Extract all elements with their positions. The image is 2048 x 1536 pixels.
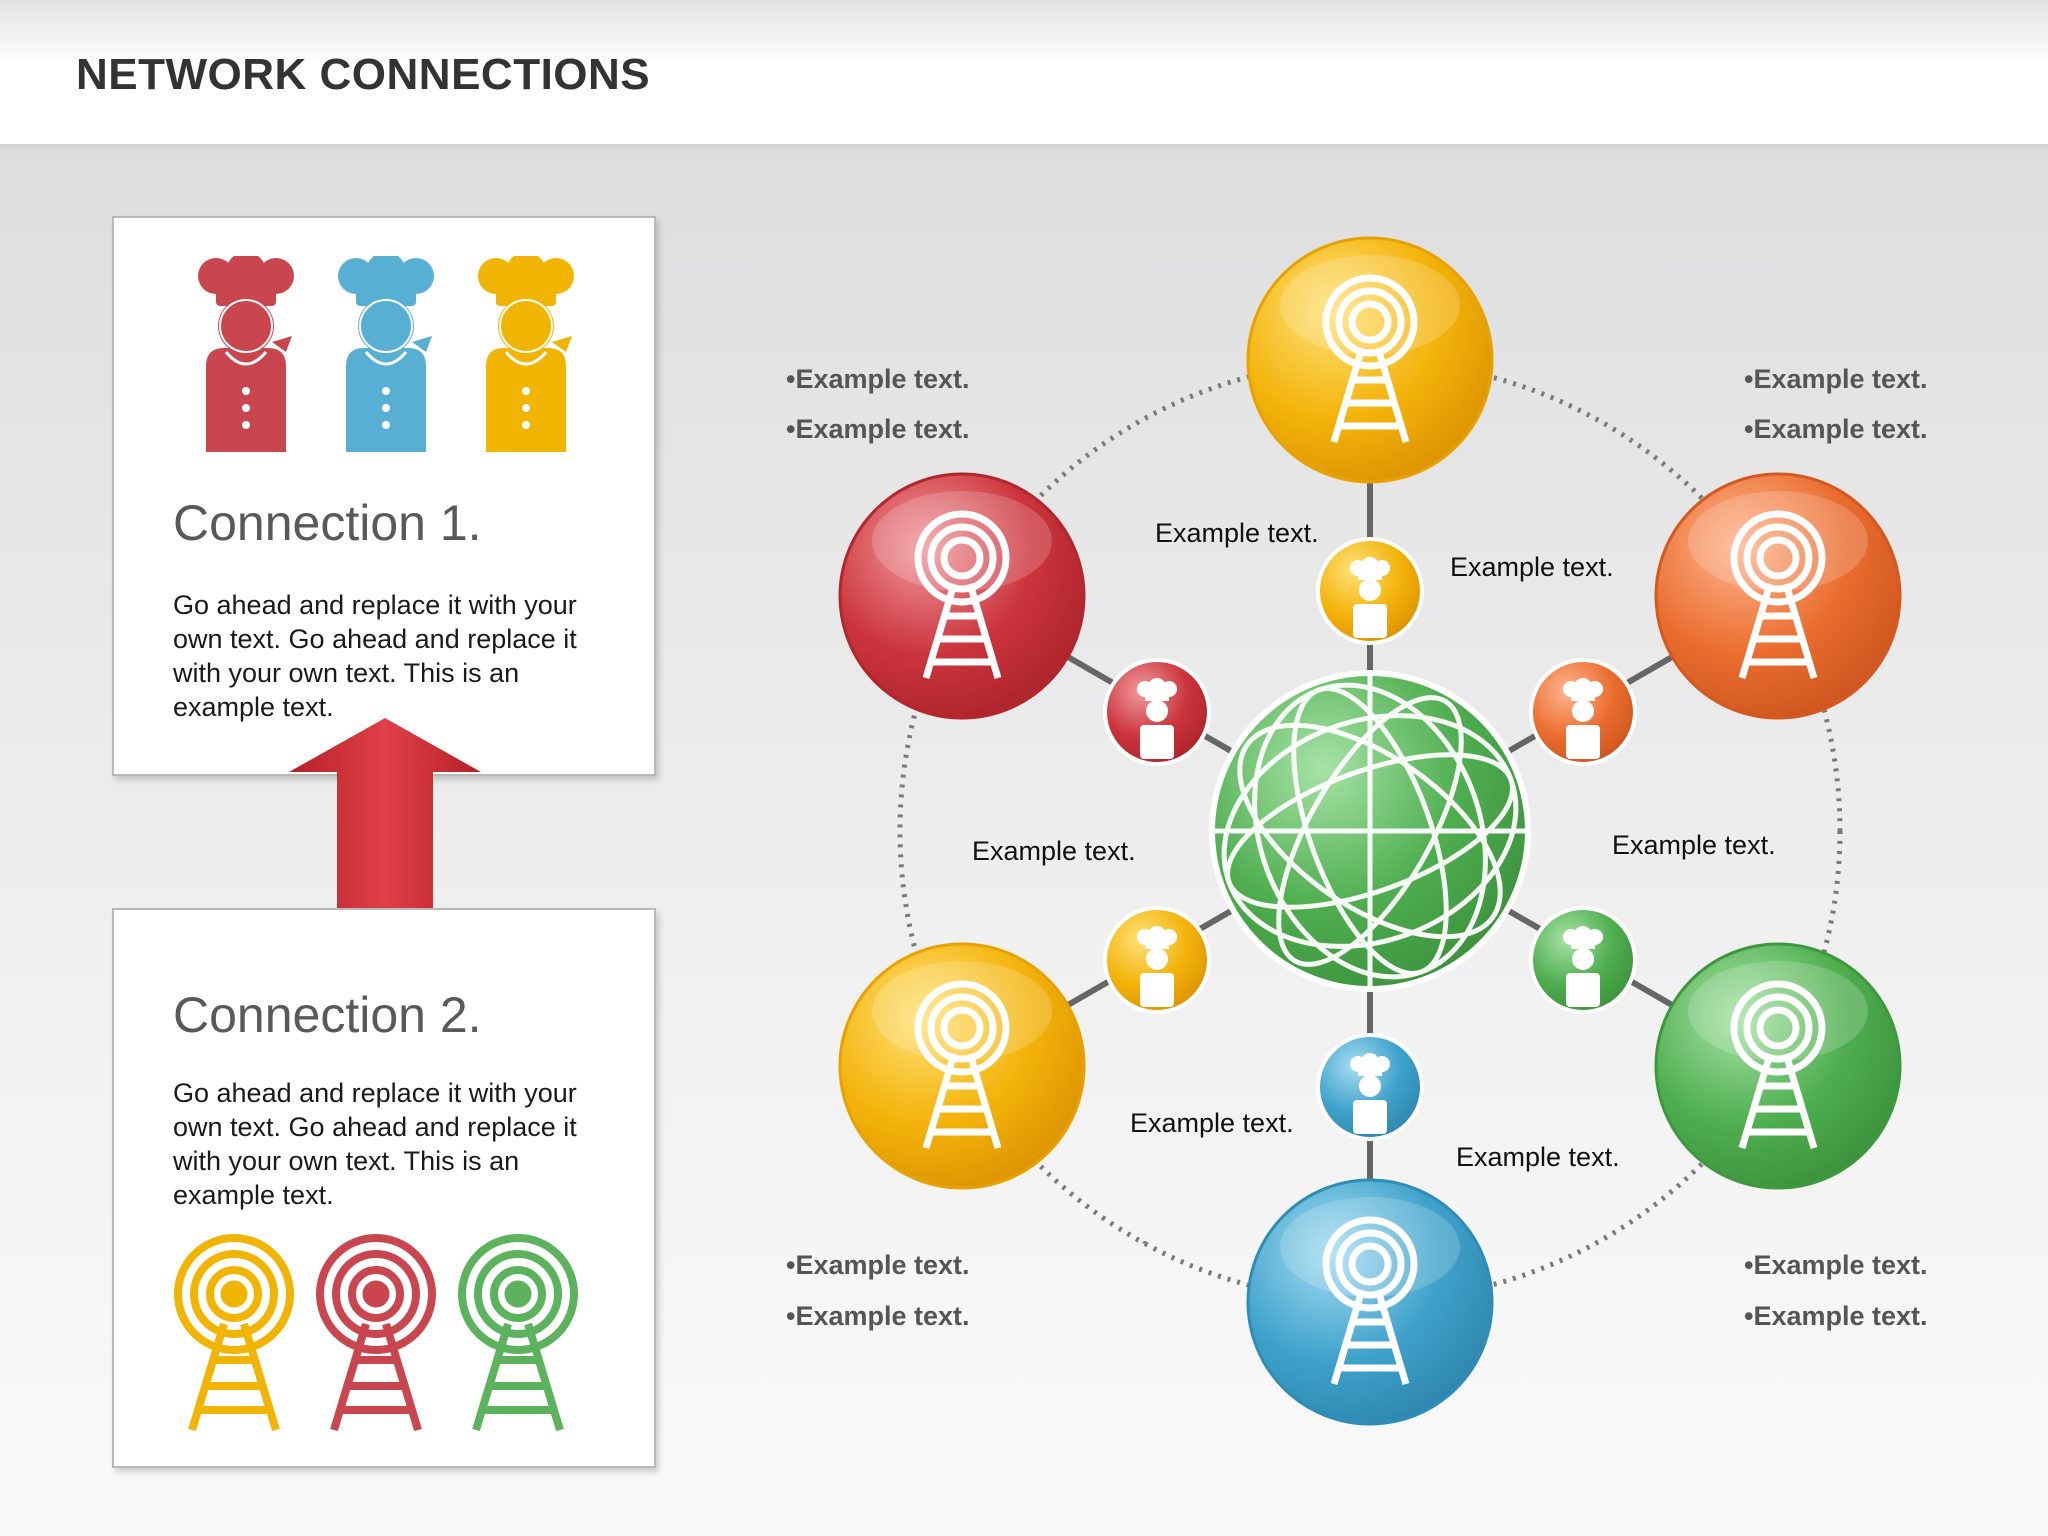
chef-icon-yellow xyxy=(478,256,574,452)
label-top-left-inner: Example text. xyxy=(1155,518,1319,548)
page-title: NETWORK CONNECTIONS xyxy=(76,50,651,99)
chef-node-top xyxy=(1316,537,1424,645)
connection-1-card: Connection 1. Go ahead and replace it wi… xyxy=(112,216,656,776)
header: NETWORK CONNECTIONS xyxy=(0,0,2048,144)
chef-node-upper-right xyxy=(1529,658,1637,766)
chef-node-lower-left xyxy=(1103,906,1211,1014)
label-bottom-right-inner: Example text. xyxy=(1456,1142,1620,1172)
label-middle-left: Example text. xyxy=(972,836,1136,866)
chef-icon-red xyxy=(198,256,294,452)
bullet-top-right-2: •Example text. xyxy=(1744,414,1928,444)
connection-2-body: Go ahead and replace it with your own te… xyxy=(173,1078,577,1210)
connection-1-title: Connection 1. xyxy=(173,495,482,551)
globe-icon xyxy=(1209,670,1531,992)
chef-node-bottom xyxy=(1316,1033,1424,1141)
label-middle-right: Example text. xyxy=(1612,830,1776,860)
bullet-bottom-right-1: •Example text. xyxy=(1744,1250,1928,1280)
tower-icons xyxy=(174,1234,594,1434)
chef-node-upper-left xyxy=(1103,658,1211,766)
double-arrow-icon xyxy=(289,718,481,964)
connection-2-title: Connection 2. xyxy=(173,987,482,1043)
label-top-right-inner: Example text. xyxy=(1450,552,1614,582)
node-upper-left xyxy=(838,472,1086,720)
label-bottom-left-inner: Example text. xyxy=(1130,1108,1294,1138)
chef-icon-blue xyxy=(338,256,434,452)
network-graphic xyxy=(838,236,1902,1426)
chef-icons xyxy=(198,256,574,452)
connection-1-body: Go ahead and replace it with your own te… xyxy=(173,590,577,722)
node-upper-right xyxy=(1654,472,1902,720)
node-bottom xyxy=(1246,1178,1494,1426)
ring-dotted xyxy=(897,358,1843,1304)
tower-icon-green xyxy=(462,1238,574,1430)
bullet-top-left-1: •Example text. xyxy=(786,364,970,394)
network-diagram: Example text. Example text. Example text… xyxy=(760,220,1960,1460)
node-top xyxy=(1246,236,1494,484)
connection-2-card: Connection 2. Go ahead and replace it wi… xyxy=(112,908,656,1468)
chef-node-lower-right xyxy=(1529,906,1637,1014)
bullet-bottom-left-1: •Example text. xyxy=(786,1250,970,1280)
node-lower-right xyxy=(1654,942,1902,1190)
bullet-bottom-left-2: •Example text. xyxy=(786,1301,970,1331)
tower-icon-yellow xyxy=(178,1238,290,1430)
tower-icon-red xyxy=(320,1238,432,1430)
bullet-top-left-2: •Example text. xyxy=(786,414,970,444)
bullet-bottom-right-2: •Example text. xyxy=(1744,1301,1928,1331)
node-lower-left xyxy=(838,942,1086,1190)
bullet-top-right-1: •Example text. xyxy=(1744,364,1928,394)
